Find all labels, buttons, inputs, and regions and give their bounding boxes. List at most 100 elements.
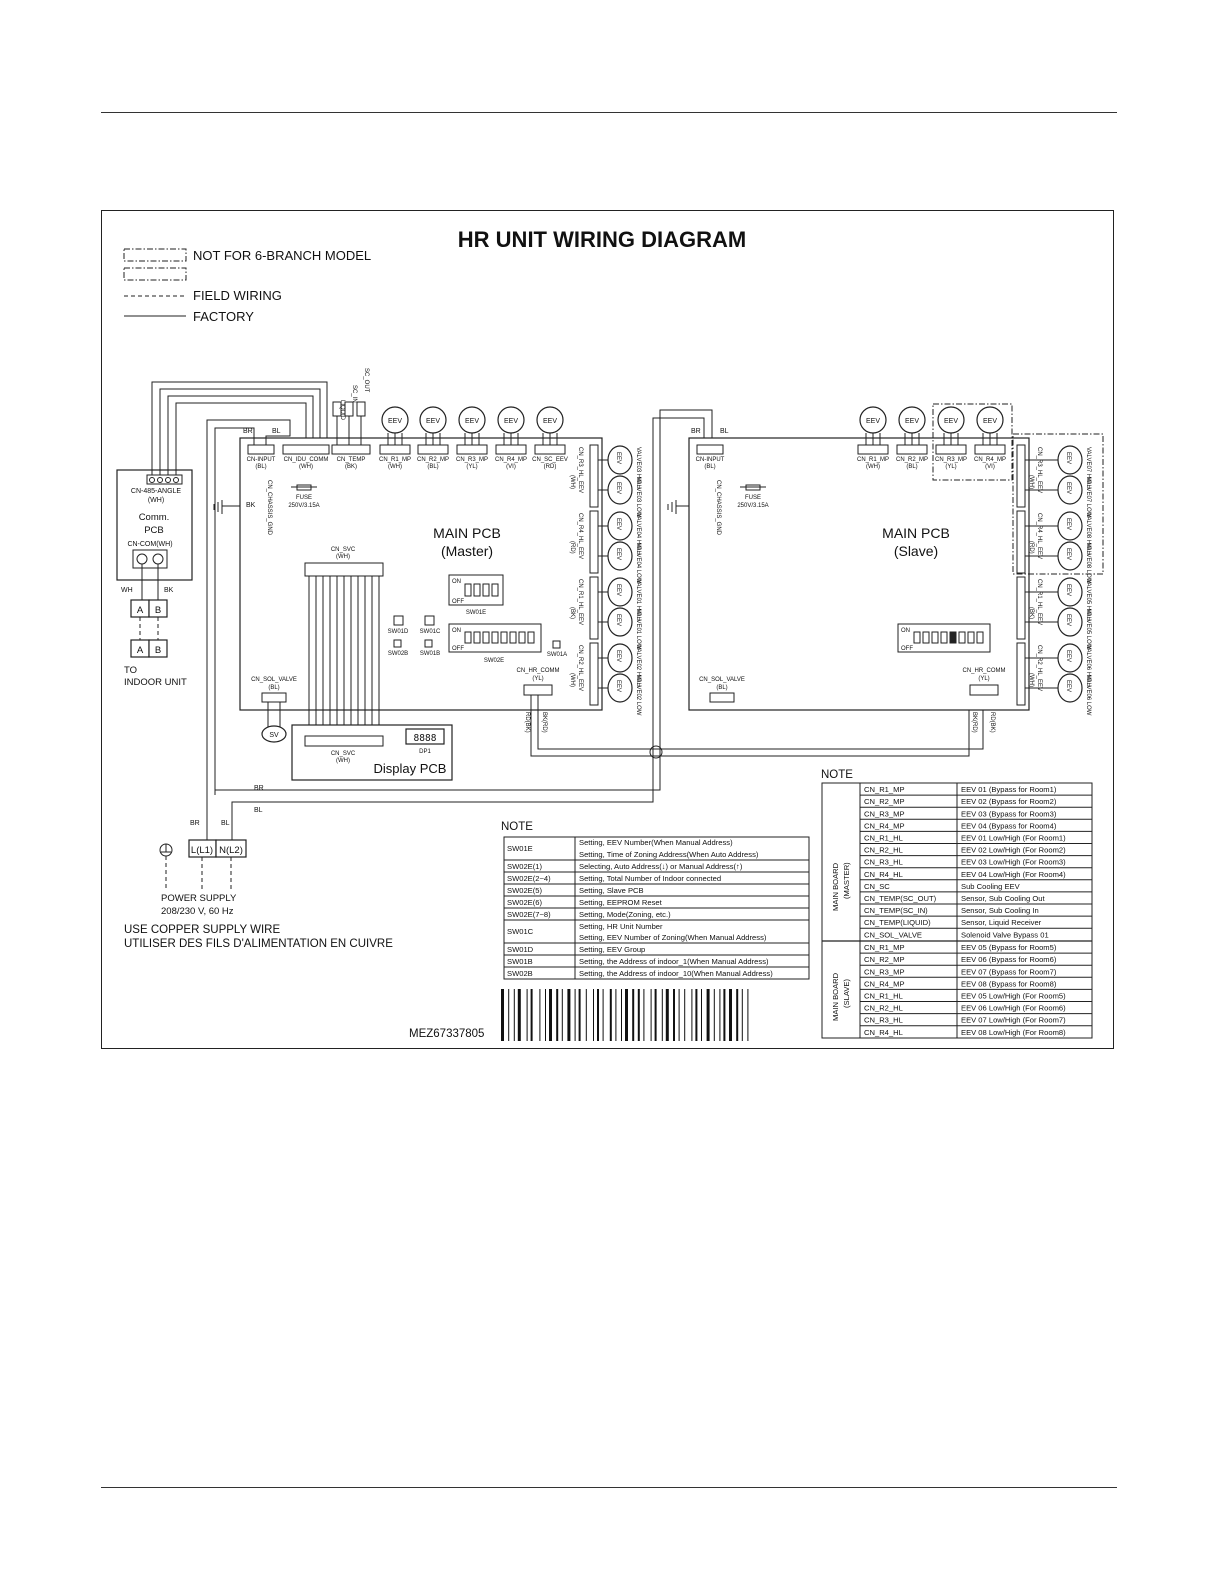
comm-bk: BK <box>164 587 174 594</box>
svg-text:OFF: OFF <box>452 599 464 605</box>
barcode-bar <box>501 989 504 1041</box>
eev-icon: EEV <box>1065 452 1071 464</box>
note1-desc: Setting, Mode(Zoning, etc.) <box>579 910 671 919</box>
note2-description: EEV 02 Low/High (For Room2) <box>961 846 1066 855</box>
barcode-bar <box>578 989 581 1041</box>
barcode-bar <box>665 989 669 1041</box>
note1-desc: Setting, Slave PCB <box>579 886 644 895</box>
barcode-bar <box>747 989 749 1041</box>
ground-icon <box>213 500 223 514</box>
slave-cn-r4-mp: CN_R4_MP <box>974 457 1006 463</box>
eev-icon: EEV <box>1065 650 1071 662</box>
display-pcb-name: Display PCB <box>374 761 447 776</box>
eev-icon: EEV <box>1065 584 1071 596</box>
note2-connector: CN_R3_HL <box>864 858 903 867</box>
note2-description: EEV 01 (Bypass for Room1) <box>961 785 1057 794</box>
note2-description: EEV 06 (Bypass for Room6) <box>961 955 1057 964</box>
eev-icon: EEV <box>615 518 621 530</box>
display-pcb: CN_SVC (WH) 8888 DP1 Display PCB <box>291 724 453 781</box>
master-sol-valve: CN_SOL_VALVE <box>251 677 297 683</box>
master-mp-color: (YL) <box>466 464 477 470</box>
note1-desc: Setting, EEV Number(When Manual Address) <box>579 838 733 847</box>
dp1-label: DP1 <box>419 749 431 755</box>
note1-desc: Setting, EEV Group <box>579 945 645 954</box>
sw01c-rotary <box>424 615 435 626</box>
comm-wh: WH <box>121 587 133 594</box>
eev-icon: EEV <box>615 584 621 596</box>
note2-connector: CN_R2_MP <box>864 797 905 806</box>
barcode-bar <box>723 989 726 1041</box>
note1-sw: SW02E(2~4) <box>507 874 551 883</box>
barcode-bar <box>695 989 698 1041</box>
note1-desc: Setting, EEV Number of Zoning(When Manua… <box>579 933 767 942</box>
solenoid-valve-icon <box>261 725 287 743</box>
barcode-bar <box>513 989 515 1041</box>
note2-connector: CN_R2_HL <box>864 1004 903 1013</box>
barcode-bar <box>574 989 576 1041</box>
sw01d-label: SW01D <box>388 629 409 635</box>
seven-seg-glyphs: 8888 <box>414 733 437 744</box>
slave-sol-valve-color: (BL) <box>716 685 727 691</box>
slave-cn-hr-comm: CN_HR_COMM <box>962 668 1005 674</box>
legend-field-wiring: FIELD WIRING <box>193 288 282 303</box>
master-bk-rd: BK(RD) <box>541 712 547 733</box>
master-cn-input-color: (BL) <box>255 464 266 470</box>
master-cn-r2-mp: CN_R2_MP <box>417 457 449 463</box>
diagram-frame <box>101 210 1114 1049</box>
svg-text:(BK): (BK) <box>569 607 575 619</box>
slave-side-conn-2: CN_R4_HL_EEV <box>1036 513 1042 559</box>
master-cn-input: CN-INPUT <box>247 457 276 463</box>
legend-not-for-6: NOT FOR 6-BRANCH MODEL <box>193 248 371 263</box>
eev-icon: EEV <box>866 418 880 425</box>
power-br-wire: BR <box>254 785 264 792</box>
slave-cn-input-color: (BL) <box>704 464 715 470</box>
master-sol-valve-color: (BL) <box>268 685 279 691</box>
master-fuse-spec: 250V/3.15A <box>288 503 319 509</box>
slave-cn-input: CN-INPUT <box>696 457 725 463</box>
note1-title: NOTE <box>501 821 533 833</box>
sw01a-label: SW01A <box>547 652 567 658</box>
legend: NOT FOR 6-BRANCH MODEL FIELD WIRING FACT… <box>123 248 371 324</box>
slave-chassis-gnd: CN_CHASSIS_GND <box>715 480 721 536</box>
display-cn-svc-color: (WH) <box>336 758 350 764</box>
master-bl: BL <box>272 428 281 435</box>
eev-icon: EEV <box>615 548 621 560</box>
slave-pcb-role: (Slave) <box>894 543 938 559</box>
comm-pcb-label2: PCB <box>144 525 164 536</box>
barcode-bar <box>593 989 594 1041</box>
note1-sw: SW01D <box>507 945 534 954</box>
note2-description: EEV 07 Low/High (For Room7) <box>961 1016 1066 1025</box>
master-mp-color: (BL) <box>427 464 438 470</box>
comm-angle-label: CN-485-ANGLE <box>131 488 182 495</box>
svc-ribbon <box>308 576 380 736</box>
eev-icon: EEV <box>944 418 958 425</box>
note1-sw: SW01E <box>507 844 533 853</box>
slave-mp-color: (YL) <box>945 464 956 470</box>
barcode-bar <box>684 989 686 1041</box>
note2-description: EEV 05 Low/High (For Room5) <box>961 992 1066 1001</box>
valve04-high: VALVE04 HIGH <box>635 513 641 555</box>
master-cn-r1-mp: CN_R1_MP <box>379 457 411 463</box>
note2-connector: CN_R1_HL <box>864 992 903 1001</box>
main-board-master-label: MAIN BOARD <box>831 862 840 911</box>
slave-side-conn-3: CN_R1_HL_EEV <box>1036 579 1042 625</box>
svg-text:(WH): (WH) <box>569 475 575 489</box>
slave-cn-r3-mp: CN_R3_MP <box>935 457 967 463</box>
display-cn-svc: CN_SVC <box>331 751 356 757</box>
power-supply-label: POWER SUPPLY <box>161 893 237 904</box>
note1-sw: SW02E(7~8) <box>507 910 551 919</box>
master-pcb-role: (Master) <box>441 543 493 559</box>
eev-icon: EEV <box>615 452 621 464</box>
master-mp-color: (RD) <box>544 464 557 470</box>
master-fuse-label: FUSE <box>296 495 312 501</box>
eev-icon: EEV <box>504 418 518 425</box>
barcode-bar <box>678 989 680 1041</box>
barcode-bar <box>609 989 612 1041</box>
master-cn-r3-mp: CN_R3_MP <box>456 457 488 463</box>
slave-sw02e-dip: ON OFF <box>897 623 991 653</box>
hr-comm-link: RD(BK) BK(RD) BK(RD) RD(BK) <box>524 695 995 759</box>
comm-wires <box>151 381 328 475</box>
note2-description: EEV 08 (Bypass for Room8) <box>961 979 1057 988</box>
master-mp-color: (VI) <box>506 464 516 470</box>
